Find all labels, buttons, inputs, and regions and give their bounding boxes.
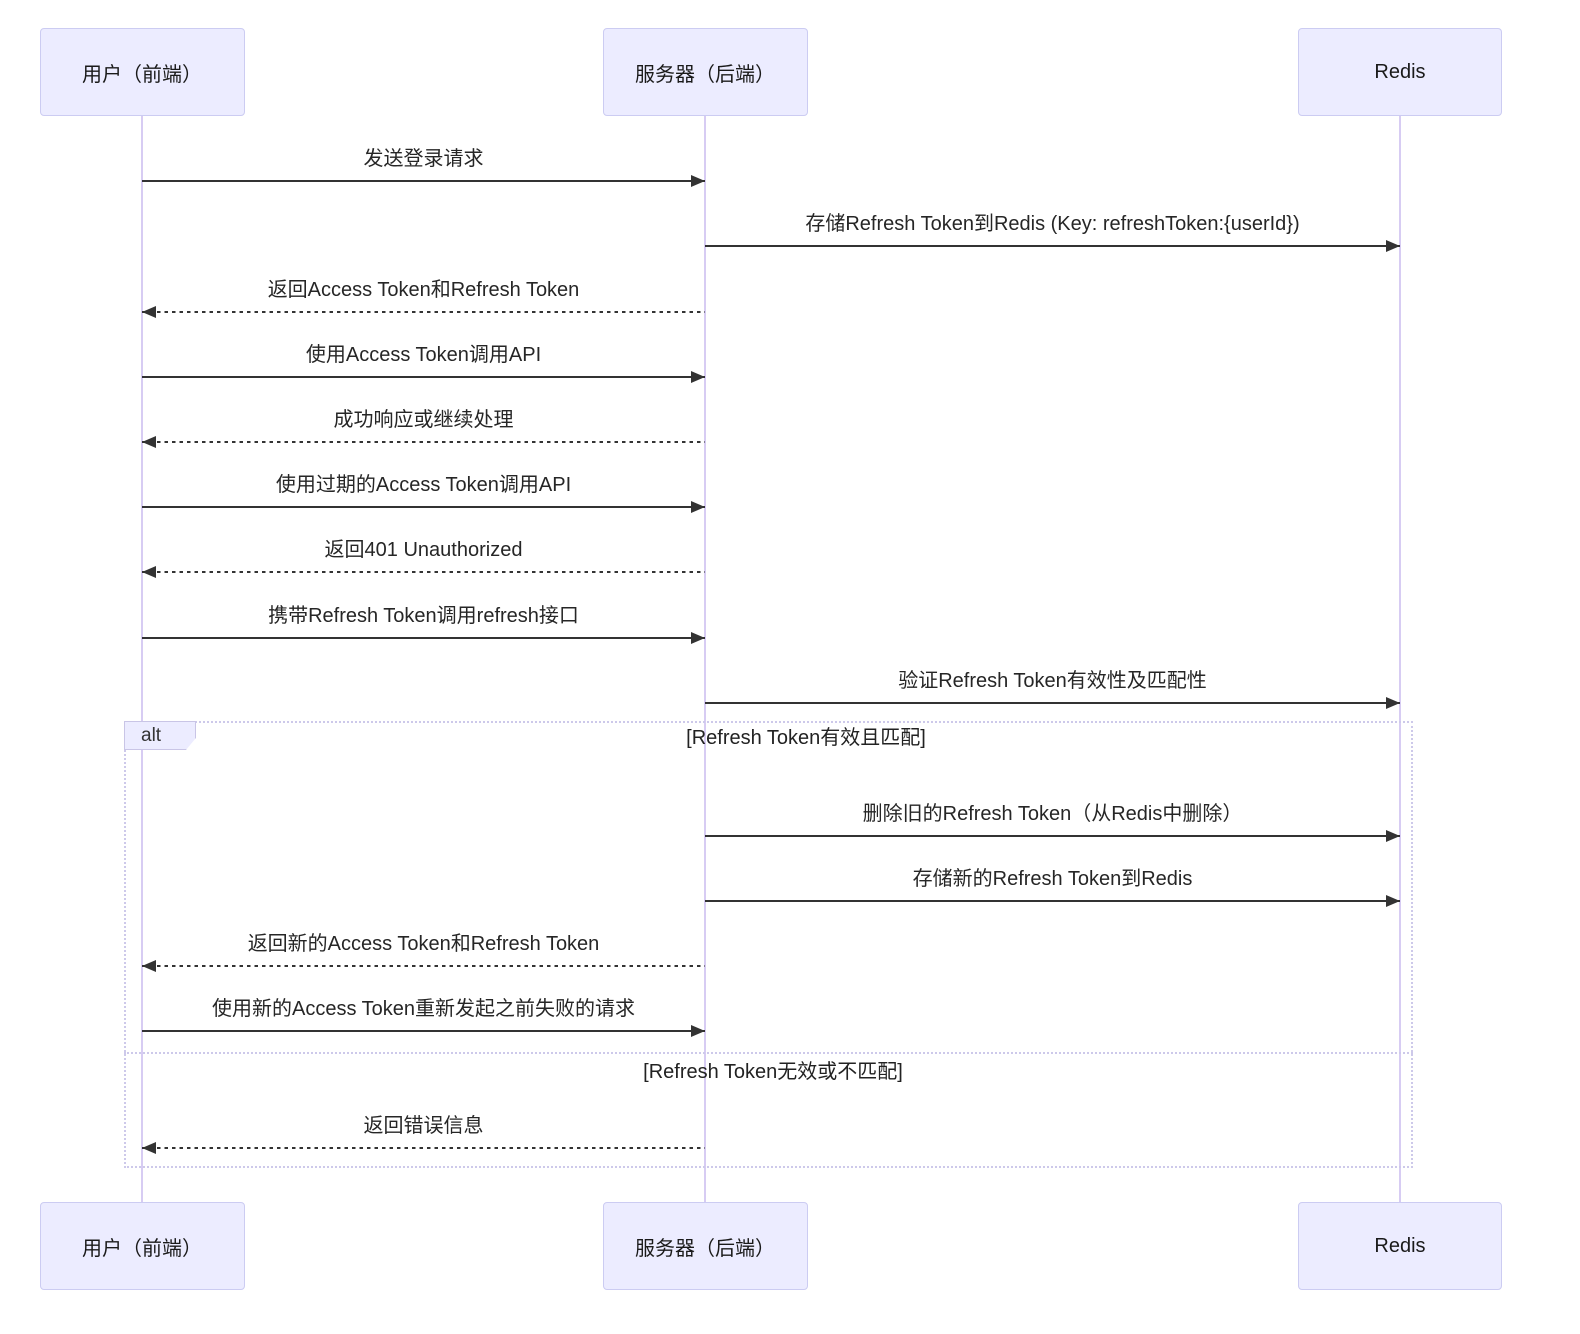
message-line-7 — [142, 571, 705, 573]
message-label-3: 返回Access Token和Refresh Token — [267, 279, 580, 301]
message-label-2: 存储Refresh Token到Redis (Key: refreshToken… — [805, 213, 1300, 235]
message-arrowhead-14 — [142, 1142, 156, 1154]
actor-box-server-top: 服务器（后端） — [602, 28, 808, 116]
message-label-14: 返回错误信息 — [363, 1115, 484, 1137]
message-line-3 — [142, 311, 705, 313]
message-arrowhead-9 — [1386, 697, 1400, 709]
message-label-12: 返回新的Access Token和Refresh Token — [247, 933, 600, 955]
message-arrowhead-3 — [142, 306, 156, 318]
message-label-10: 删除旧的Refresh Token（从Redis中删除） — [862, 803, 1243, 825]
lifeline-user — [141, 116, 143, 1202]
message-arrowhead-1 — [691, 175, 705, 187]
message-label-6: 使用过期的Access Token调用API — [275, 474, 572, 496]
message-label-4: 使用Access Token调用API — [305, 344, 542, 366]
actor-box-redis-top: Redis — [1298, 28, 1502, 116]
message-line-6 — [142, 506, 705, 508]
alt-frame-border — [124, 721, 1413, 1168]
message-line-4 — [142, 376, 705, 378]
actor-box-server-bottom: 服务器（后端） — [602, 1202, 808, 1290]
message-line-8 — [142, 637, 705, 639]
alt-frame-label: alt — [124, 721, 196, 750]
message-line-9 — [705, 702, 1400, 704]
message-arrowhead-11 — [1386, 895, 1400, 907]
alt-frame-divider — [124, 1052, 1413, 1054]
message-arrowhead-10 — [1386, 830, 1400, 842]
message-line-11 — [705, 900, 1400, 902]
lifeline-redis — [1399, 116, 1401, 1202]
message-label-11: 存储新的Refresh Token到Redis — [912, 868, 1193, 890]
alt-guard-2: [Refresh Token无效或不匹配] — [643, 1061, 903, 1083]
message-arrowhead-6 — [691, 501, 705, 513]
message-label-1: 发送登录请求 — [363, 148, 484, 170]
actor-box-redis-bottom: Redis — [1298, 1202, 1502, 1290]
message-arrowhead-13 — [691, 1025, 705, 1037]
message-label-9: 验证Refresh Token有效性及匹配性 — [898, 670, 1207, 692]
message-line-5 — [142, 441, 705, 443]
message-line-12 — [142, 965, 705, 967]
message-label-5: 成功响应或继续处理 — [333, 409, 514, 431]
actor-box-user-bottom: 用户（前端） — [39, 1202, 245, 1290]
message-line-2 — [705, 245, 1400, 247]
message-line-13 — [142, 1030, 705, 1032]
alt-guard-1: [Refresh Token有效且匹配] — [686, 727, 926, 749]
message-arrowhead-12 — [142, 960, 156, 972]
actor-box-user-top: 用户（前端） — [39, 28, 245, 116]
lifeline-server — [704, 116, 706, 1202]
message-arrowhead-4 — [691, 371, 705, 383]
message-label-8: 携带Refresh Token调用refresh接口 — [268, 605, 579, 627]
message-label-13: 使用新的Access Token重新发起之前失败的请求 — [211, 998, 636, 1020]
message-arrowhead-8 — [691, 632, 705, 644]
message-line-1 — [142, 180, 705, 182]
message-line-10 — [705, 835, 1400, 837]
message-arrowhead-5 — [142, 436, 156, 448]
message-arrowhead-2 — [1386, 240, 1400, 252]
message-label-7: 返回401 Unauthorized — [324, 539, 523, 561]
message-arrowhead-7 — [142, 566, 156, 578]
message-line-14 — [142, 1147, 705, 1149]
